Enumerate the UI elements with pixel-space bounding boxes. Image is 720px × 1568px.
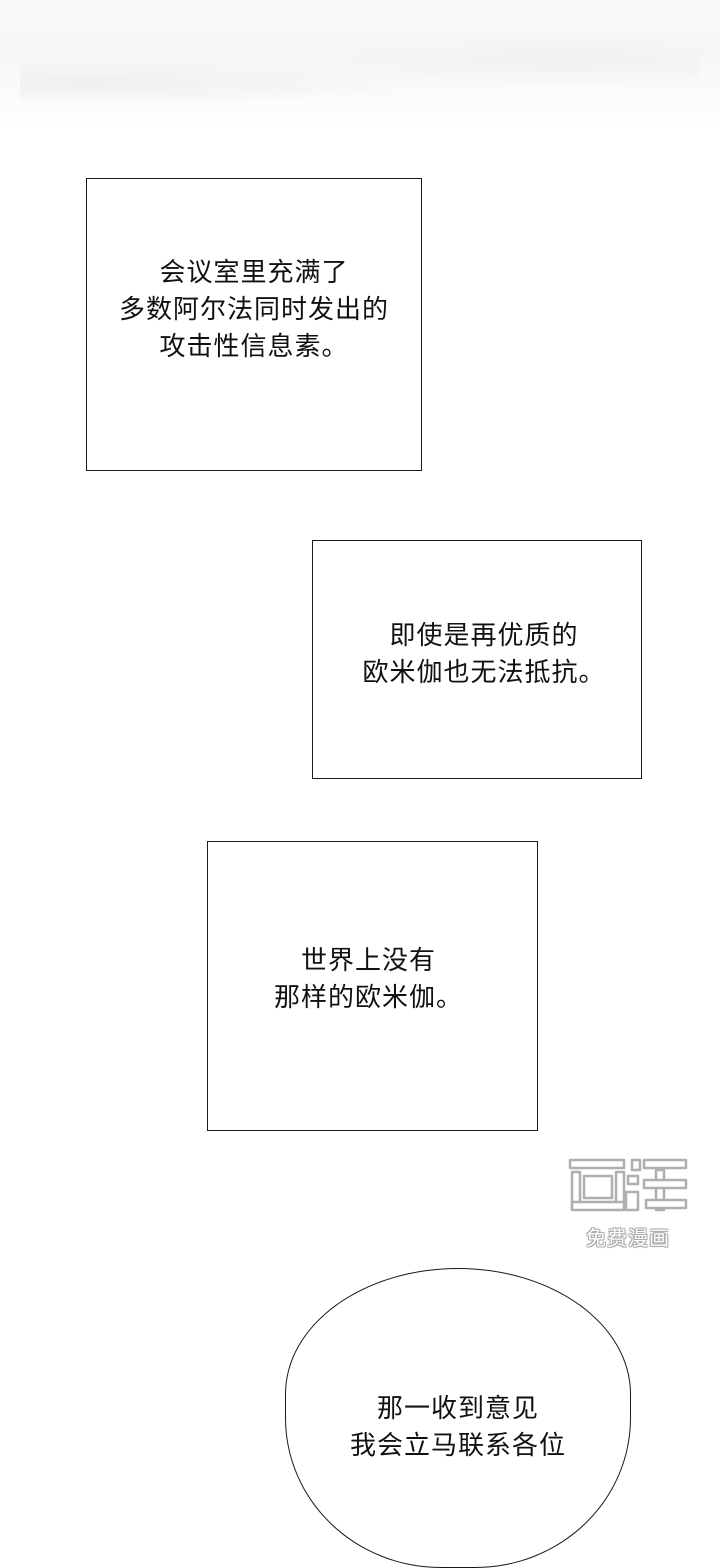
speech-bubble-text: 那一收到意见 我会立马联系各位 [349,1394,566,1461]
narration-box-1: 会议室里充满了 多数阿尔法同时发出的 攻击性信息素。 [86,178,422,471]
watermark-logo-icon [568,1158,688,1212]
narration-text-1: 会议室里充满了 多数阿尔法同时发出的 攻击性信息素。 [118,258,389,362]
narration-text-3: 世界上没有 那样的欧米伽。 [273,946,463,1013]
watermark-subtitle: 免费漫画 [586,1226,670,1250]
narration-box-3: 世界上没有 那样的欧米伽。 [207,841,538,1131]
top-background-haze [0,0,720,130]
narration-box-2: 即使是再优质的 欧米伽也无法抵抗。 [312,540,642,779]
watermark: 免费漫画 [566,1152,690,1252]
narration-text-2: 即使是再优质的 欧米伽也无法抵抗。 [362,620,606,688]
speech-bubble: 那一收到意见 我会立马联系各位 [285,1268,631,1568]
